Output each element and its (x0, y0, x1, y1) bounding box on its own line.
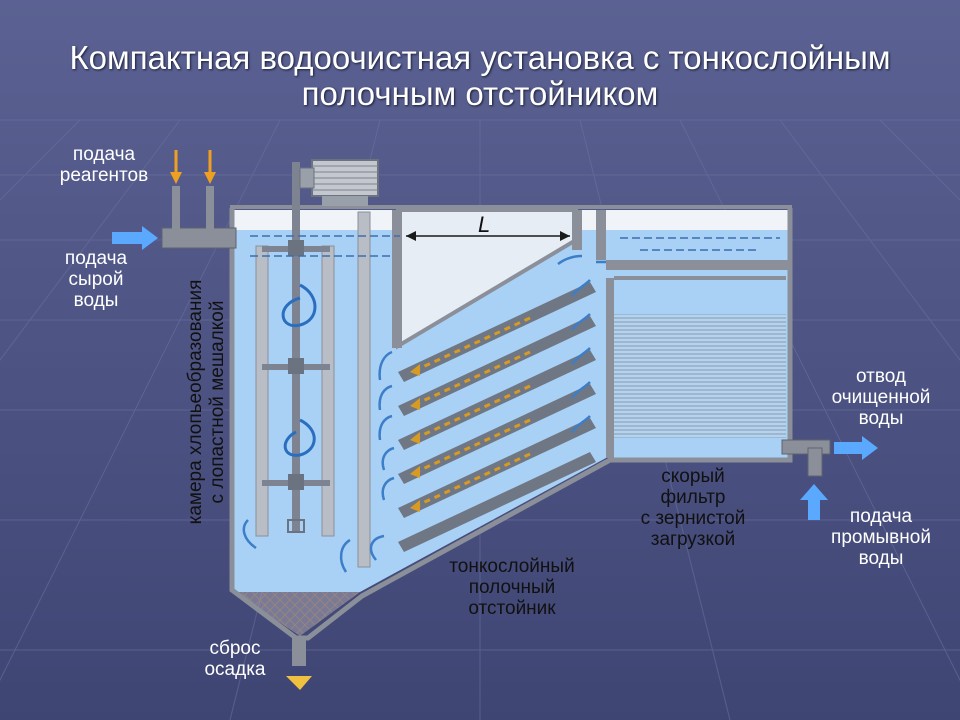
label-raw-water: подача сырой воды (64, 248, 128, 311)
flocculation-chamber (255, 162, 371, 568)
settler (242, 208, 618, 573)
inlet-pipe (161, 186, 237, 249)
label-chamber: камера хлопьеобразования с лопастной меш… (185, 279, 228, 525)
inlet-arrow-icon (112, 226, 158, 250)
outlet-arrow-icon (834, 436, 878, 460)
title-line-1: Компактная водоочистная установка с тонк… (69, 39, 891, 76)
label-wash-water: подача промывной воды (831, 506, 931, 569)
outlet-pipe (781, 439, 831, 477)
title-line-2: полочным отстойником (301, 75, 659, 112)
wash-arrow-icon (800, 484, 828, 520)
label-settler: тонкослойный полочный отстойник (449, 556, 575, 619)
agitator-icon (292, 162, 300, 532)
label-sludge: сброс осадка (204, 638, 266, 680)
motor-icon (299, 159, 379, 206)
label-reagents: подача реагентов (59, 144, 149, 186)
label-filter: скорый фильтр с зернистой загрузкой (640, 466, 746, 550)
label-clean-water: отвод очищенной воды (831, 366, 931, 429)
dimension-label: L (478, 212, 491, 237)
reagent-arrow-icon (170, 150, 216, 184)
page-title: Компактная водоочистная установка с тонк… (0, 40, 960, 112)
rapid-filter (250, 235, 788, 458)
sludge-arrow-icon (286, 676, 312, 690)
